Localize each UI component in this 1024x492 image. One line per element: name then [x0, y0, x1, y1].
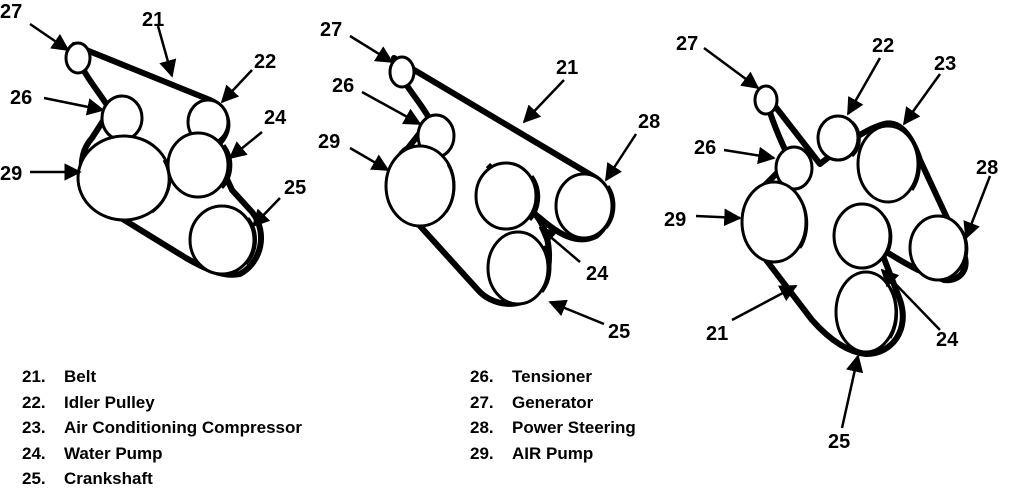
legend-label: Generator: [512, 392, 594, 412]
pulley-22-idler: [816, 114, 861, 162]
pulley-27-generator: [64, 41, 92, 75]
callout-25: 25: [608, 321, 630, 343]
legend-right: 26. Tensioner 27. Generator 28. Power Steer…: [470, 364, 636, 466]
callout-27: 27: [320, 19, 342, 41]
legend-item-water-pump: 24. Water Pump: [22, 441, 302, 467]
callout-28: 28: [638, 111, 660, 133]
belt-21: [71, 42, 265, 278]
legend-num: 24.: [22, 443, 46, 463]
callout-26: 26: [10, 87, 32, 109]
legend-label: Idler Pulley: [64, 392, 155, 412]
pulley-24-water-pump: [832, 202, 893, 270]
leaders-diagram-3: [695, 46, 992, 429]
legend-num: 29.: [470, 443, 494, 463]
callout-28: 28: [976, 157, 998, 179]
legend-label: AIR Pump: [512, 443, 594, 463]
legend-num: 23.: [22, 418, 46, 437]
callout-21: 21: [556, 57, 578, 79]
legend-label: Tensioner: [512, 367, 592, 386]
pulley-24-water-pump: [166, 131, 233, 199]
legend-label: Crankshaft: [64, 469, 153, 488]
callout-27: 27: [0, 1, 22, 23]
legend-item-belt: 21. Belt: [22, 364, 302, 390]
legend-num: 28.: [470, 418, 494, 437]
legend-num: 26.: [470, 367, 494, 386]
legend-left: 21. Belt 22. Idler Pulley 23. Air Condition…: [22, 364, 302, 492]
callout-25: 25: [828, 431, 850, 453]
legend-label: Water Pump: [64, 443, 163, 463]
callout-27: 27: [676, 33, 698, 55]
legend-item-generator: 27. Generator: [470, 390, 636, 416]
callout-29: 29: [0, 163, 22, 185]
diagram-2: 27 21 26 28 29 24 25: [318, 19, 660, 343]
legend-item-ac-compressor: 23. Air Conditioning Compressor: [22, 415, 302, 441]
callout-21: 21: [706, 323, 728, 345]
pulley-26-tensioner: [100, 94, 144, 142]
pulley-29-air-pump: [740, 180, 809, 264]
legend-num: 25.: [22, 469, 46, 488]
callout-22: 22: [872, 35, 894, 57]
pulley-25-crankshaft: [486, 230, 552, 306]
callout-22: 22: [254, 51, 276, 73]
legend-num: 22.: [22, 392, 46, 412]
callout-24: 24: [936, 329, 959, 351]
legend-label: Power Steering: [512, 418, 636, 437]
callout-26: 26: [332, 75, 354, 97]
legend-num: 21.: [22, 367, 46, 386]
diagram-3: 27 22 23 26 28 29 21 24 25: [664, 33, 998, 453]
legend-num: 27.: [470, 392, 494, 412]
callout-25: 25: [284, 177, 306, 199]
pulley-25-crankshaft: [188, 204, 257, 276]
legend-label: Air Conditioning Compressor: [64, 418, 302, 437]
pulley-24-water-pump: [474, 161, 541, 231]
pulley-27-generator: [753, 84, 779, 116]
callout-21: 21: [142, 9, 164, 31]
callout-24: 24: [586, 263, 609, 285]
legend-item-tensioner: 26. Tensioner: [470, 364, 636, 390]
legend-item-crankshaft: 25. Crankshaft: [22, 466, 302, 492]
pulley-28-power-steering: [554, 172, 616, 240]
legend-item-air-pump: 29. AIR Pump: [470, 441, 636, 467]
callout-29: 29: [318, 131, 340, 153]
callout-23: 23: [934, 53, 956, 75]
legend-label: Belt: [64, 367, 97, 386]
pulley-25-crankshaft: [834, 270, 899, 354]
pulley-28-power-steering: [908, 214, 969, 282]
diagram-1: 27 21 22 26 24 29 25: [0, 1, 306, 278]
pulley-23-ac-compressor: [856, 124, 921, 204]
legend-item-idler-pulley: 22. Idler Pulley: [22, 390, 302, 416]
legend-item-power-steering: 28. Power Steering: [470, 415, 636, 441]
pulley-29-air-pump: [384, 144, 456, 228]
pulley-27-generator: [388, 55, 416, 89]
leaders-diagram-1: [29, 22, 281, 228]
callout-24: 24: [264, 107, 287, 129]
leaders-diagram-2: [349, 34, 638, 326]
callout-29: 29: [664, 209, 686, 231]
pulley-29-air-pump: [76, 134, 172, 222]
callout-26: 26: [694, 137, 716, 159]
